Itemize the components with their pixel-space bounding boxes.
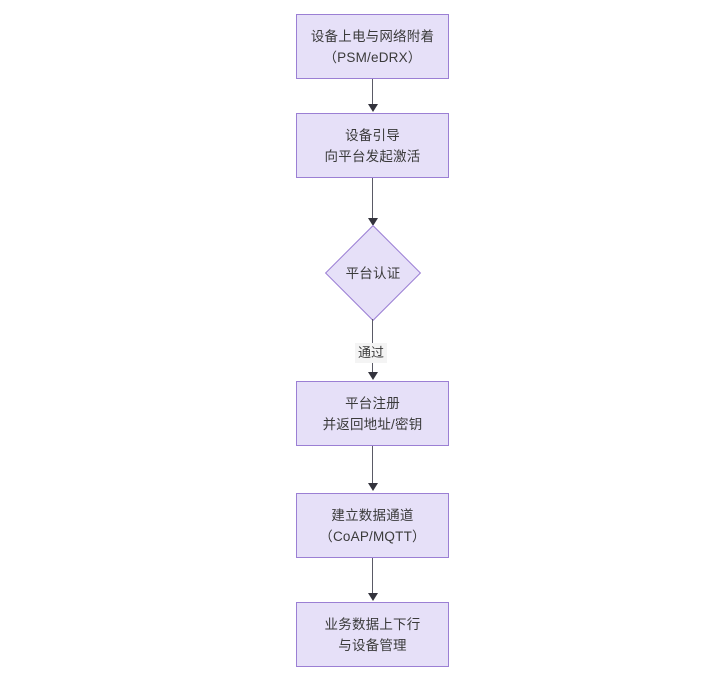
node-platform-auth[interactable]: 平台认证 (324, 224, 422, 322)
node-service-data-line2: 与设备管理 (338, 637, 407, 653)
edge-register-to-data-channel (372, 446, 373, 485)
edge-platform-auth-to-register-arrowhead (368, 372, 378, 380)
edge-bootstrap-to-platform-auth-arrowhead (368, 218, 378, 226)
node-platform-register-line2: 并返回地址/密钥 (322, 416, 423, 432)
edge-bootstrap-to-platform-auth (372, 178, 373, 223)
edge-power-on-to-bootstrap (372, 79, 373, 106)
edge-register-to-data-channel-arrowhead (368, 483, 378, 491)
node-power-on[interactable]: 设备上电与网络附着 （PSM/eDRX） (296, 14, 449, 79)
node-bootstrap[interactable]: 设备引导 向平台发起激活 (296, 113, 449, 178)
edge-data-channel-to-service-data-arrowhead (368, 593, 378, 601)
edge-label-pass: 通过 (355, 343, 388, 363)
node-service-data[interactable]: 业务数据上下行 与设备管理 (296, 602, 449, 667)
node-bootstrap-line1: 设备引导 (345, 127, 400, 143)
node-platform-auth-label: 平台认证 (345, 265, 401, 281)
edge-data-channel-to-service-data (372, 558, 373, 596)
edge-power-on-to-bootstrap-arrowhead (368, 104, 378, 112)
node-platform-register[interactable]: 平台注册 并返回地址/密钥 (296, 381, 449, 446)
node-power-on-line2: （PSM/eDRX） (323, 49, 422, 65)
node-service-data-line1: 业务数据上下行 (324, 616, 421, 632)
node-platform-register-line1: 平台注册 (345, 395, 400, 411)
node-data-channel-line2: （CoAP/MQTT） (319, 528, 426, 544)
node-data-channel[interactable]: 建立数据通道 （CoAP/MQTT） (296, 493, 449, 558)
node-data-channel-line1: 建立数据通道 (331, 507, 414, 523)
node-power-on-line1: 设备上电与网络附着 (310, 28, 435, 44)
node-bootstrap-line2: 向平台发起激活 (324, 148, 421, 164)
